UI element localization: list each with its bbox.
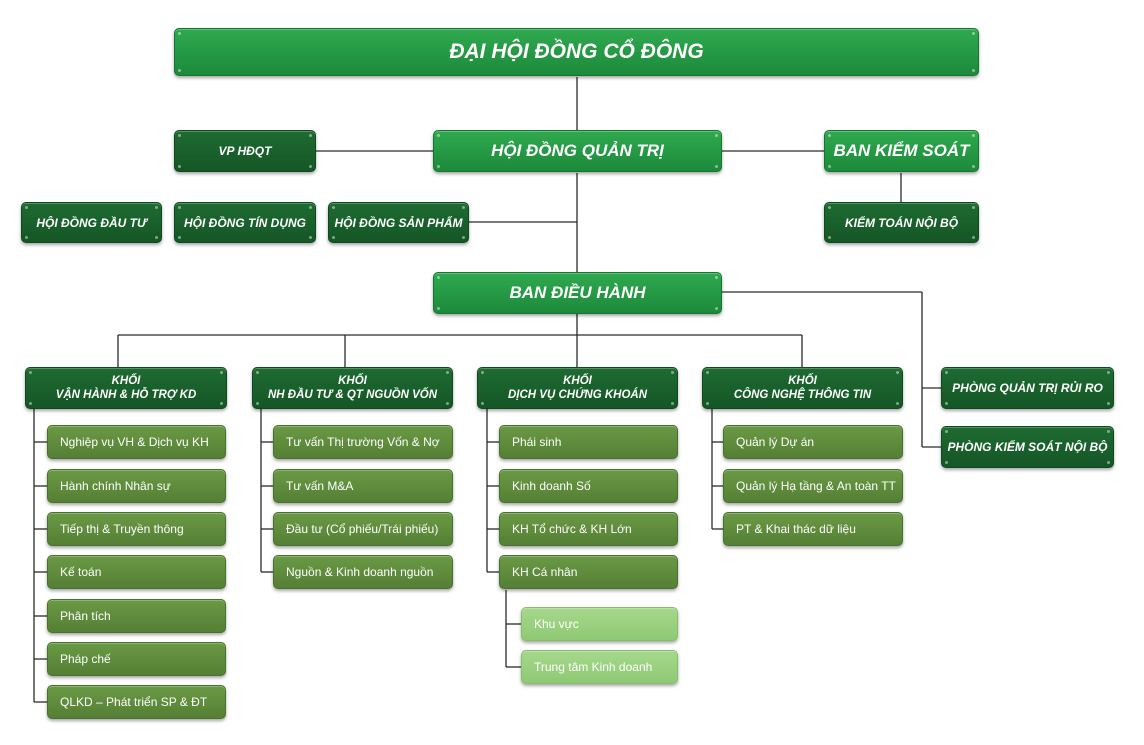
- dept-item[interactable]: Kinh doanh Số: [499, 469, 678, 503]
- dept-item-label: Quản lý Dự án: [736, 435, 815, 449]
- dept-item-label: Đầu tư (Cổ phiếu/Trái phiếu): [286, 522, 439, 536]
- dept-item-label: Nghiệp vụ VH & Dịch vụ KH: [60, 435, 209, 449]
- dept-item[interactable]: QLKD – Phát triển SP & ĐT: [47, 685, 226, 719]
- block-title-line1: KHỐI: [338, 375, 367, 387]
- committee-product-box[interactable]: HỘI ĐỒNG SẢN PHẨM: [328, 202, 469, 243]
- dept-item-label: Phái sinh: [512, 435, 562, 449]
- dept-item-label: PT & Khai thác dữ liệu: [736, 522, 856, 536]
- dept-item[interactable]: Tư vấn M&A: [273, 469, 453, 503]
- internal-control-dept-box[interactable]: PHÒNG KIỂM SOÁT NỘI BỘ: [941, 426, 1114, 468]
- committee-investment-box[interactable]: HỘI ĐỒNG ĐẦU TƯ: [21, 202, 162, 243]
- dept-item-label: KH Cá nhân: [512, 565, 578, 579]
- dept-item[interactable]: Kế toán: [47, 555, 226, 589]
- dept-item[interactable]: KH Tổ chức & KH Lớn: [499, 512, 678, 546]
- side-dept-label: PHÒNG QUẢN TRỊ RỦI RO: [952, 381, 1103, 395]
- block-title-line2: CÔNG NGHỆ THÔNG TIN: [733, 389, 872, 401]
- dept-item-label: Hành chính Nhân sự: [60, 479, 171, 493]
- dept-item-label: Kinh doanh Số: [512, 479, 591, 493]
- dept-item-label: KH Tổ chức & KH Lớn: [512, 522, 632, 536]
- dept-item[interactable]: Phái sinh: [499, 425, 678, 459]
- block-operations-header[interactable]: KHỐI VẬN HÀNH & HỖ TRỢ KD: [25, 367, 227, 409]
- block-title-line1: KHỐI: [111, 375, 141, 387]
- board-box[interactable]: HỘI ĐỒNG QUẢN TRỊ: [433, 130, 722, 172]
- general-meeting-box[interactable]: ĐẠI HỘI ĐỒNG CỔ ĐÔNG: [174, 28, 979, 76]
- dept-item-label: Quản lý Hạ tầng & An toàn TT: [736, 479, 896, 493]
- committee-label: HỘI ĐỒNG TÍN DỤNG: [184, 215, 306, 230]
- dept-item[interactable]: Tiếp thị & Truyền thông: [47, 512, 226, 546]
- risk-management-dept-box[interactable]: PHÒNG QUẢN TRỊ RỦI RO: [941, 367, 1114, 409]
- block-securities-services-header[interactable]: KHỐI DỊCH VỤ CHỨNG KHOÁN: [477, 367, 678, 409]
- sub-dept-item-label: Trung tâm Kinh doanh: [534, 660, 653, 674]
- block-title-line2: DỊCH VỤ CHỨNG KHOÁN: [508, 389, 647, 401]
- dept-item[interactable]: Phân tích: [47, 599, 226, 633]
- board-label: HỘI ĐỒNG QUẢN TRỊ: [491, 141, 664, 160]
- dept-item[interactable]: Quản lý Dự án: [723, 425, 903, 459]
- dept-item[interactable]: Hành chính Nhân sự: [47, 469, 226, 503]
- block-title-line2: NH ĐẦU TƯ & QT NGUỒN VỐN: [267, 389, 438, 401]
- block-investment-banking-header[interactable]: KHỐI NH ĐẦU TƯ & QT NGUỒN VỐN: [252, 367, 453, 409]
- dept-item[interactable]: KH Cá nhân: [499, 555, 678, 589]
- internal-audit-label: KIỂM TOÁN NỘI BỘ: [844, 215, 959, 230]
- committee-label: HỘI ĐỒNG SẢN PHẨM: [334, 215, 463, 230]
- dept-item[interactable]: Đầu tư (Cổ phiếu/Trái phiếu): [273, 512, 453, 546]
- executive-board-label: BAN ĐIỀU HÀNH: [509, 283, 646, 302]
- side-dept-label: PHÒNG KIỂM SOÁT NỘI BỘ: [947, 440, 1108, 454]
- block-title-line1: KHỐI: [788, 375, 817, 387]
- sub-dept-item[interactable]: Khu vực: [521, 607, 678, 641]
- committee-label: HỘI ĐỒNG ĐẦU TƯ: [36, 215, 147, 230]
- dept-item[interactable]: PT & Khai thác dữ liệu: [723, 512, 903, 546]
- dept-item[interactable]: Tư vấn Thị trường Vốn & Nợ: [273, 425, 453, 459]
- block-title-line2: VẬN HÀNH & HỖ TRỢ KD: [55, 389, 197, 401]
- board-office-box[interactable]: VP HĐQT: [174, 130, 316, 172]
- supervisory-board-label: BAN KIỂM SOÁT: [833, 141, 970, 160]
- dept-item[interactable]: Quản lý Hạ tầng & An toàn TT: [723, 469, 903, 503]
- general-meeting-label: ĐẠI HỘI ĐỒNG CỔ ĐÔNG: [449, 40, 704, 63]
- dept-item[interactable]: Pháp chế: [47, 642, 226, 676]
- supervisory-board-box[interactable]: BAN KIỂM SOÁT: [824, 130, 979, 172]
- dept-item-label: Tư vấn Thị trường Vốn & Nợ: [286, 435, 440, 449]
- dept-item-label: Kế toán: [60, 565, 102, 579]
- dept-item-label: Tiếp thị & Truyền thông: [60, 522, 184, 536]
- dept-item[interactable]: Nguồn & Kinh doanh nguồn: [273, 555, 453, 589]
- dept-item-label: QLKD – Phát triển SP & ĐT: [60, 695, 208, 709]
- sub-dept-item-label: Khu vực: [534, 617, 579, 631]
- dept-item-label: Pháp chế: [60, 652, 111, 666]
- committee-credit-box[interactable]: HỘI ĐỒNG TÍN DỤNG: [174, 202, 316, 243]
- internal-audit-box[interactable]: KIỂM TOÁN NỘI BỘ: [824, 202, 979, 243]
- sub-dept-item[interactable]: Trung tâm Kinh doanh: [521, 650, 678, 684]
- board-office-label: VP HĐQT: [218, 144, 272, 158]
- block-it-header[interactable]: KHỐI CÔNG NGHỆ THÔNG TIN: [702, 367, 903, 409]
- dept-item-label: Tư vấn M&A: [286, 479, 354, 493]
- block-title-line1: KHỐI: [563, 375, 592, 387]
- dept-item-label: Phân tích: [60, 609, 111, 623]
- dept-item[interactable]: Nghiệp vụ VH & Dịch vụ KH: [47, 425, 226, 459]
- executive-board-box[interactable]: BAN ĐIỀU HÀNH: [433, 272, 722, 314]
- dept-item-label: Nguồn & Kinh doanh nguồn: [286, 565, 434, 579]
